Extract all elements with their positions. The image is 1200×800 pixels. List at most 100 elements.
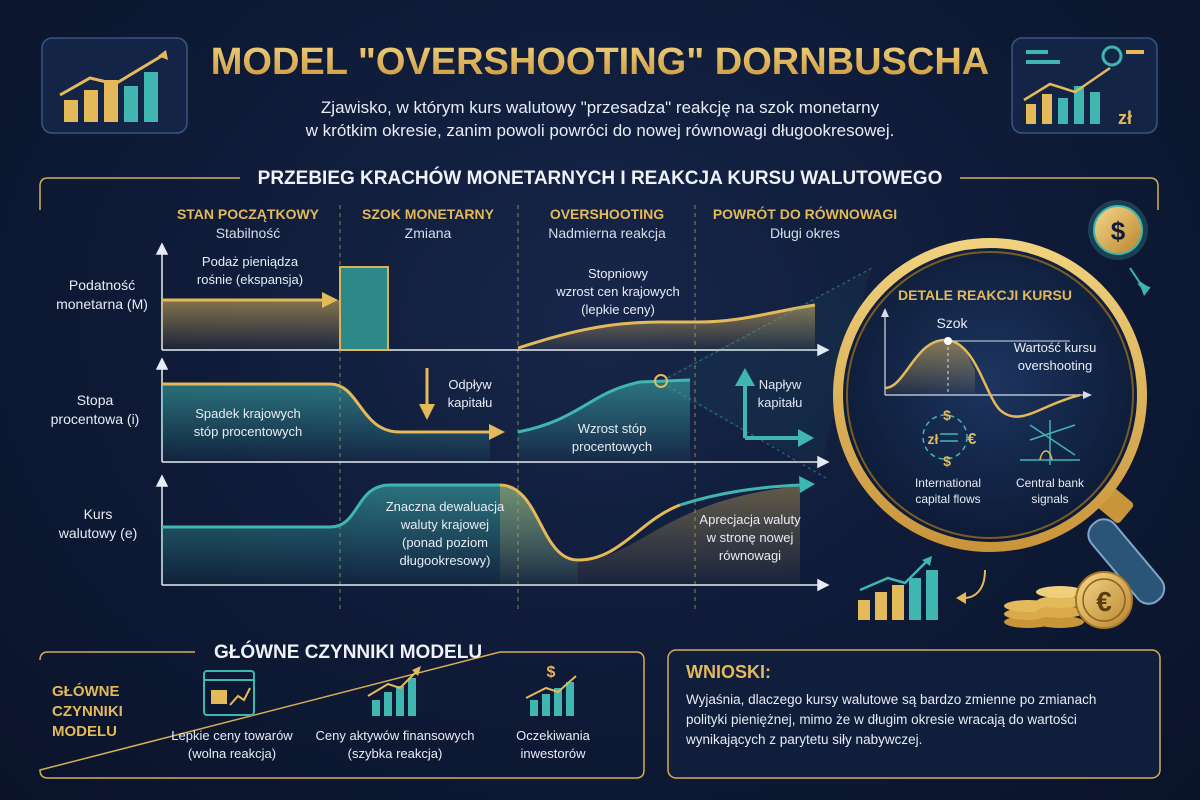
phase-4-title: POWRÓT DO RÓWNOWAGI	[713, 205, 897, 222]
factor-2-line-1: Ceny aktywów finansowych	[316, 728, 475, 743]
magnifier-shock-label: Szok	[936, 315, 968, 331]
conclusions-line-1: Wyjaśnia, dlaczego kursy walutowe są bar…	[686, 692, 1096, 707]
cb-label-line-2: signals	[1031, 492, 1068, 506]
fx-annotation-1-line-2: waluty krajowej	[400, 517, 489, 532]
phase-2-subtitle: Zmiana	[405, 225, 452, 241]
capital-outflow-arrowhead	[419, 404, 435, 420]
money-annotation-1-line-2: rośnie (ekspansja)	[197, 272, 303, 287]
money-row-label-2: monetarna (M)	[56, 296, 148, 312]
fx-line-teal	[162, 483, 500, 529]
euro-coin-symbol: €	[1096, 586, 1112, 617]
fx-return-arrowhead	[799, 476, 815, 493]
money-price-area	[518, 305, 815, 350]
flows-dollar-symbol-top: $	[943, 407, 951, 423]
conclusions-panel	[667, 649, 1161, 779]
flows-label-line-1: International	[915, 476, 981, 490]
capital-flows-icon: zł € $ $	[922, 407, 977, 469]
subtitle-line-2: w krótkim okresie, zanim powoli powróci …	[305, 121, 895, 140]
factor-1-line-2: (wolna reakcja)	[188, 746, 276, 761]
flows-euro-symbol: €	[968, 431, 977, 448]
rate-fall-line	[162, 382, 490, 434]
rate-rise-area	[518, 380, 690, 462]
growth-bars-icon	[858, 556, 938, 620]
money-row-label-1: Podatność	[69, 277, 135, 293]
subtitle-line-1: Zjawisko, w którym kurs walutowy "przesa…	[321, 98, 880, 117]
section-title: PRZEBIEG KRACHÓW MONETARNYCH I REAKCJA K…	[258, 167, 943, 189]
money-annotation-2-line-3: (lepkie ceny)	[581, 302, 655, 317]
central-bank-signals-icon	[1020, 420, 1080, 465]
factors-panel	[39, 651, 645, 779]
zloty-symbol: zł	[1118, 108, 1132, 128]
fx-annotation-1-line-1: Znaczna dewaluacja	[386, 499, 505, 514]
factors-side-label-3: MODELU	[52, 723, 117, 740]
money-price-line	[517, 303, 816, 350]
rate-annotation-4-line-1: Napływ	[759, 377, 802, 392]
rate-annotation-1-line-2: stóp procentowych	[194, 424, 302, 439]
money-annotation-1-line-1: Podaż pieniądza	[202, 254, 299, 269]
magnifier-value-line-2: overshooting	[1018, 358, 1092, 373]
phase-1-title: STAN POCZĄTKOWY	[177, 206, 320, 222]
rate-fall-arrowhead	[489, 424, 505, 440]
fx-annotation-1-line-4: długookresowy)	[399, 553, 490, 568]
rate-highlight-point	[654, 374, 668, 388]
fx-annotation-2-line-2: w stronę nowej	[706, 530, 794, 545]
factor-2-line-2: (szybka reakcja)	[348, 746, 443, 761]
magnifier-mini-chart	[881, 308, 1092, 418]
rate-row-label-1: Stopa	[77, 392, 114, 408]
rate-annotation-2-line-2: kapitału	[448, 395, 493, 410]
page-title: MODEL "OVERSHOOTING" DORNBUSCHA	[211, 41, 989, 83]
factors-title: GŁÓWNE CZYNNIKI MODELU	[214, 641, 482, 663]
money-annotation-2-line-1: Stopniowy	[588, 266, 648, 281]
magnifier-handle	[1087, 487, 1166, 605]
factors-side-label-2: CZYNNIKI	[52, 703, 123, 720]
conclusions-title: WNIOSKI:	[686, 662, 771, 682]
flows-zloty-symbol: zł	[928, 431, 939, 447]
factor-3-line-1: Oczekiwania	[516, 728, 590, 743]
return-arrow-icon	[956, 569, 986, 604]
main-frame	[39, 177, 1159, 210]
flows-dollar-symbol-bottom: $	[943, 453, 951, 469]
fx-line-return	[679, 483, 801, 507]
capital-inflow-arrowhead	[735, 368, 755, 386]
rate-area	[162, 384, 490, 462]
fx-row-label-1: Kurs	[84, 506, 113, 522]
conclusions-line-3: wynikających z parytetu siły nabywczej.	[685, 732, 922, 747]
fx-annotation-2-line-3: równowagi	[719, 548, 781, 563]
coin-stack-icon: €	[1004, 571, 1133, 629]
phase-3-title: OVERSHOOTING	[550, 206, 664, 222]
cb-label-line-1: Central bank	[1016, 476, 1085, 490]
money-shock-bar	[339, 266, 389, 351]
phase-2-title: SZOK MONETARNY	[362, 206, 495, 222]
rate-rise-line	[517, 378, 691, 434]
phase-1-subtitle: Stabilność	[216, 225, 281, 241]
rate-annotation-3-line-1: Wzrost stóp	[578, 421, 647, 436]
rate-annotation-2-line-1: Odpływ	[448, 377, 492, 392]
magnifier-value-line-1: Wartość kursu	[1014, 340, 1097, 355]
magnifier-beam	[666, 267, 873, 479]
asset-prices-icon	[367, 666, 421, 716]
magnifier-lens-inner-ring	[846, 251, 1134, 539]
factor-1-line-1: Lepkie ceny towarów	[171, 728, 293, 743]
fx-annotation-2-line-1: Aprecjacja waluty	[699, 512, 801, 527]
conclusions-line-2: polityki pieniężnej, mimo że w długim ok…	[686, 712, 1077, 727]
rate-annotation-4-line-2: kapitału	[758, 395, 803, 410]
fx-annotation-1-line-3: (ponad poziom	[402, 535, 488, 550]
phase-3-subtitle: Nadmierna reakcja	[548, 225, 666, 241]
money-supply-arrowhead	[322, 292, 338, 308]
rate-annotation-1-line-1: Spadek krajowych	[195, 406, 301, 421]
rate-row-label-2: procentowa (i)	[51, 411, 140, 427]
phase-4-subtitle: Długi okres	[770, 225, 840, 241]
money-annotation-2-line-2: wzrost cen krajowych	[555, 284, 680, 299]
dollar-coin-symbol: $	[1111, 216, 1126, 246]
dollar-coin-icon: $	[1088, 200, 1151, 296]
fx-line-gold	[499, 483, 681, 562]
fx-area-teal	[162, 485, 578, 585]
sticky-prices-icon	[203, 670, 255, 716]
factors-side-label-1: GŁÓWNE	[52, 682, 120, 700]
expectations-dollar-symbol: $	[547, 664, 556, 681]
factor-3-line-2: inwestorów	[520, 746, 586, 761]
flows-label-line-2: capital flows	[915, 492, 980, 506]
fx-row-label-2: walutowy (e)	[58, 525, 138, 541]
rate-annotation-3-line-2: procentowych	[572, 439, 652, 454]
